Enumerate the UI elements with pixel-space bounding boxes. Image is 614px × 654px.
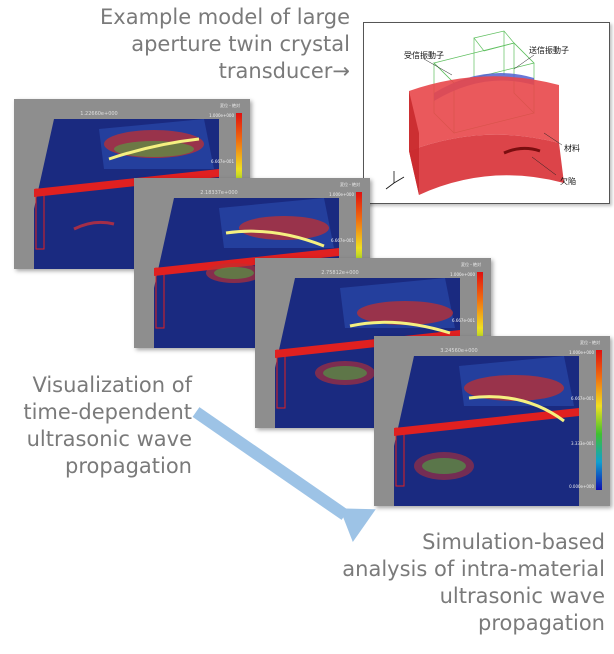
flow-arrow-head: [339, 508, 376, 542]
frame-4-colorbar: [596, 350, 602, 490]
frame-1-timestamp: 1.22660e+000: [80, 111, 118, 117]
frame-2-colorbar-title: 変位・絶対: [340, 182, 360, 187]
material-top: [409, 76, 559, 151]
frame-4-timestamp: 3.24560e+000: [440, 348, 478, 354]
frame-4-cb-max: 1.000e+000: [569, 350, 594, 355]
receiver-label: 受信振動子: [404, 51, 444, 60]
visualization-caption-line-1: Visualization of: [32, 373, 192, 397]
model-caption-line-1: Example model of large: [100, 5, 350, 29]
frame-4-colorbar-title: 変位・絶対: [580, 340, 600, 345]
visualization-caption-line-2: time-dependent: [23, 400, 192, 424]
transmitter-label: 送信振動子: [529, 46, 569, 55]
simulation-caption-line-4: propagation: [478, 611, 605, 635]
visualization-caption-line-4: propagation: [65, 454, 192, 478]
model-caption-line-3: transducer→: [218, 59, 350, 83]
frame-3-timestamp: 2.75812e+000: [321, 270, 359, 276]
material-label: 材料: [564, 144, 580, 153]
frame-2-timestamp: 2.18337e+000: [200, 190, 238, 196]
transducer-model-image: 受信振動子 送信振動子 材料 欠陥: [363, 22, 610, 204]
simulation-caption-line-1: Simulation-based: [422, 530, 605, 554]
frame-4-cb-mid: 6.667e-001: [571, 396, 594, 401]
frame-3-cb-max: 1.000e+000: [450, 272, 475, 277]
frame-3-colorbar-title: 変位・絶対: [461, 262, 481, 267]
frame-1-cb-mid: 6.667e-001: [211, 159, 234, 164]
simulation-caption-line-2: analysis of intra-material: [342, 557, 605, 581]
material-side: [409, 91, 419, 195]
defect-label: 欠陥: [560, 177, 576, 186]
flow-arrow-shaft: [192, 407, 349, 520]
frame-2-cb-max: 1.000e+000: [329, 192, 354, 197]
frame-3-cb-mid: 6.667e-001: [452, 318, 475, 323]
visualization-caption-line-3: ultrasonic wave: [26, 427, 192, 451]
frame-4-render: [394, 356, 579, 506]
axis-triad-icon: [385, 171, 405, 190]
leader-lines: [423, 54, 563, 176]
frame-4-cb-min: 0.000e+000: [569, 484, 594, 489]
visualization-caption: Visualization of time-dependent ultrason…: [2, 372, 192, 480]
simulation-frame-4: 3.24560e+000 変位・絶対 1.000e+000 6.667e-001…: [374, 336, 610, 506]
frame-1-colorbar-title: 変位・絶対: [220, 103, 240, 108]
model-caption-line-2: aperture twin crystal: [131, 32, 350, 56]
model-caption: Example model of large aperture twin cry…: [40, 4, 350, 85]
simulation-caption-line-3: ultrasonic wave: [439, 584, 605, 608]
frame-1-cb-max: 1.000e+000: [209, 113, 234, 118]
defect-mark: [503, 146, 541, 155]
frame-4-cb-low: 3.333e-001: [571, 441, 594, 446]
simulation-caption: Simulation-based analysis of intra-mater…: [300, 529, 605, 637]
frame-2-cb-mid: 6.667e-001: [331, 238, 354, 243]
transducer-model-drawing: [385, 30, 564, 195]
